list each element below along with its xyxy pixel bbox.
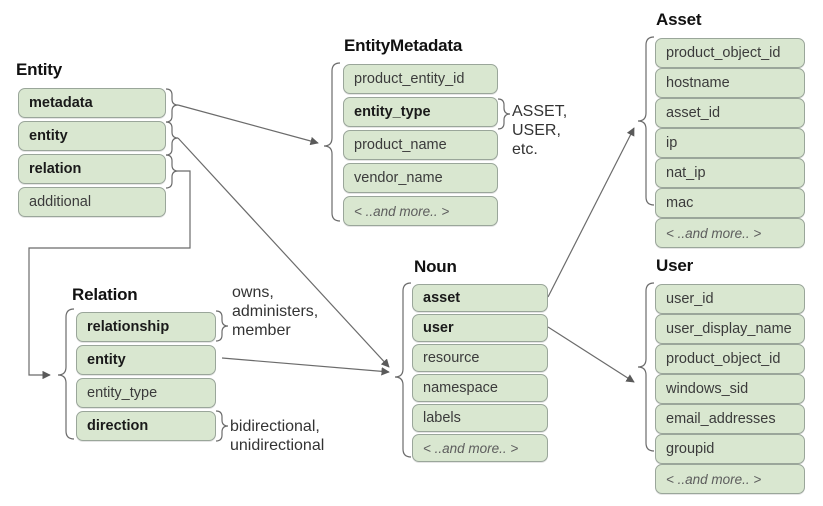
brace-entitymetadata bbox=[323, 62, 341, 222]
field-relation-direction[interactable]: direction bbox=[76, 411, 216, 441]
brace-direction-values bbox=[215, 410, 229, 442]
field-noun-labels[interactable]: labels bbox=[412, 404, 548, 432]
field-user-user-display-name[interactable]: user_display_name bbox=[655, 314, 805, 344]
field-user-and-more[interactable]: < ..and more.. > bbox=[655, 464, 805, 494]
field-em-entity-type[interactable]: entity_type bbox=[343, 97, 498, 127]
field-em-vendor-name[interactable]: vendor_name bbox=[343, 163, 498, 193]
brace-entity-relation-row bbox=[165, 154, 179, 189]
field-user-email-addresses[interactable]: email_addresses bbox=[655, 404, 805, 434]
brace-relationship-values bbox=[215, 310, 229, 342]
group-entity-title: Entity bbox=[16, 60, 63, 79]
field-user-groupid[interactable]: groupid bbox=[655, 434, 805, 464]
annotation-entity-type-values: ASSET, USER, etc. bbox=[512, 103, 568, 158]
field-entity-metadata[interactable]: metadata bbox=[18, 88, 166, 118]
group-relation-title: Relation bbox=[72, 285, 138, 304]
brace-entity-type-values bbox=[497, 98, 511, 130]
annotation-direction-values: bidirectional, unidirectional bbox=[230, 418, 325, 454]
field-user-product-object-id[interactable]: product_object_id bbox=[655, 344, 805, 374]
field-noun-namespace[interactable]: namespace bbox=[412, 374, 548, 402]
group-noun-title: Noun bbox=[414, 257, 457, 276]
field-user-user-id[interactable]: user_id bbox=[655, 284, 805, 314]
field-asset-hostname[interactable]: hostname bbox=[655, 68, 805, 98]
field-asset-nat-ip[interactable]: nat_ip bbox=[655, 158, 805, 188]
field-user-windows-sid[interactable]: windows_sid bbox=[655, 374, 805, 404]
field-entity-relation[interactable]: relation bbox=[18, 154, 166, 184]
field-em-and-more[interactable]: < ..and more.. > bbox=[343, 196, 498, 226]
brace-relation bbox=[57, 308, 75, 440]
field-noun-asset[interactable]: asset bbox=[412, 284, 548, 312]
field-asset-asset-id[interactable]: asset_id bbox=[655, 98, 805, 128]
field-noun-user[interactable]: user bbox=[412, 314, 548, 342]
field-entity-additional[interactable]: additional bbox=[18, 187, 166, 217]
brace-user bbox=[637, 282, 655, 452]
group-entity-metadata-title: EntityMetadata bbox=[344, 36, 463, 55]
field-relation-entity-type[interactable]: entity_type bbox=[76, 378, 216, 408]
field-entity-entity[interactable]: entity bbox=[18, 121, 166, 151]
wire-metadata-to-entitymetadata bbox=[177, 104, 319, 146]
field-relation-relationship[interactable]: relationship bbox=[76, 312, 216, 342]
field-asset-ip[interactable]: ip bbox=[655, 128, 805, 158]
brace-entity-metadata-row bbox=[165, 88, 179, 123]
field-em-product-name[interactable]: product_name bbox=[343, 130, 498, 160]
brace-noun bbox=[394, 282, 412, 458]
field-asset-and-more[interactable]: < ..and more.. > bbox=[655, 218, 805, 248]
field-asset-product-object-id[interactable]: product_object_id bbox=[655, 38, 805, 68]
wire-relation-entity-to-noun bbox=[221, 357, 390, 376]
field-noun-resource[interactable]: resource bbox=[412, 344, 548, 372]
field-em-product-entity-id[interactable]: product_entity_id bbox=[343, 64, 498, 94]
field-noun-and-more[interactable]: < ..and more.. > bbox=[412, 434, 548, 462]
group-asset-title: Asset bbox=[656, 10, 702, 29]
brace-entity-entity-row bbox=[165, 121, 179, 156]
field-relation-entity[interactable]: entity bbox=[76, 345, 216, 375]
wire-noun-user-to-user bbox=[547, 326, 635, 383]
field-asset-mac[interactable]: mac bbox=[655, 188, 805, 218]
group-user-title: User bbox=[656, 256, 694, 275]
annotation-relationship-values: owns, administers, member bbox=[232, 284, 319, 339]
brace-asset bbox=[637, 36, 655, 206]
